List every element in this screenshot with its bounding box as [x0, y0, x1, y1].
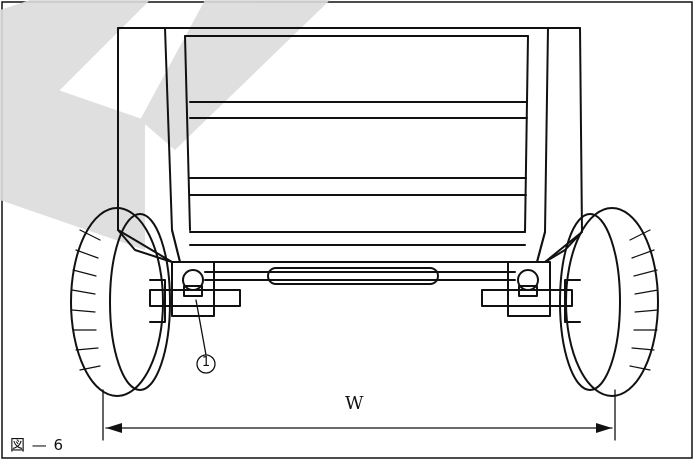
left-gusset — [117, 229, 181, 263]
left-bolt-nut — [183, 285, 203, 297]
tie-rod-sleeve — [267, 267, 439, 285]
right-hub — [564, 279, 581, 323]
dimension-arrow-left — [106, 423, 122, 433]
left-tire-tread — [71, 229, 101, 371]
left-bolt — [182, 269, 204, 291]
dimension-label-w: W — [345, 393, 364, 414]
right-tire-tread — [629, 229, 659, 371]
left-stub-axle — [149, 289, 241, 307]
right-tire-outer — [565, 207, 659, 397]
left-tire-outer — [70, 207, 164, 397]
right-tire-inner — [559, 213, 621, 391]
right-bolt-nut — [518, 285, 538, 297]
body-left-post-b — [184, 35, 191, 231]
cross-member-2 — [189, 177, 527, 196]
bottom-beam — [179, 231, 538, 263]
callout-number: 1 — [201, 355, 211, 370]
right-stub-axle — [481, 289, 573, 307]
callout-circle — [196, 354, 216, 374]
tie-rod — [204, 271, 516, 281]
left-hub — [149, 279, 166, 323]
body-right-post-b — [524, 35, 529, 233]
cross-member-1 — [189, 101, 528, 119]
body-right-inner-post — [536, 27, 549, 263]
callout-leader — [195, 299, 207, 356]
dimension-arrow-right — [596, 423, 612, 433]
figure-caption: 図 — 6 — [10, 436, 65, 454]
left-tire-inner — [109, 213, 171, 391]
right-bolt — [517, 269, 539, 291]
body-right-outer — [544, 27, 583, 263]
